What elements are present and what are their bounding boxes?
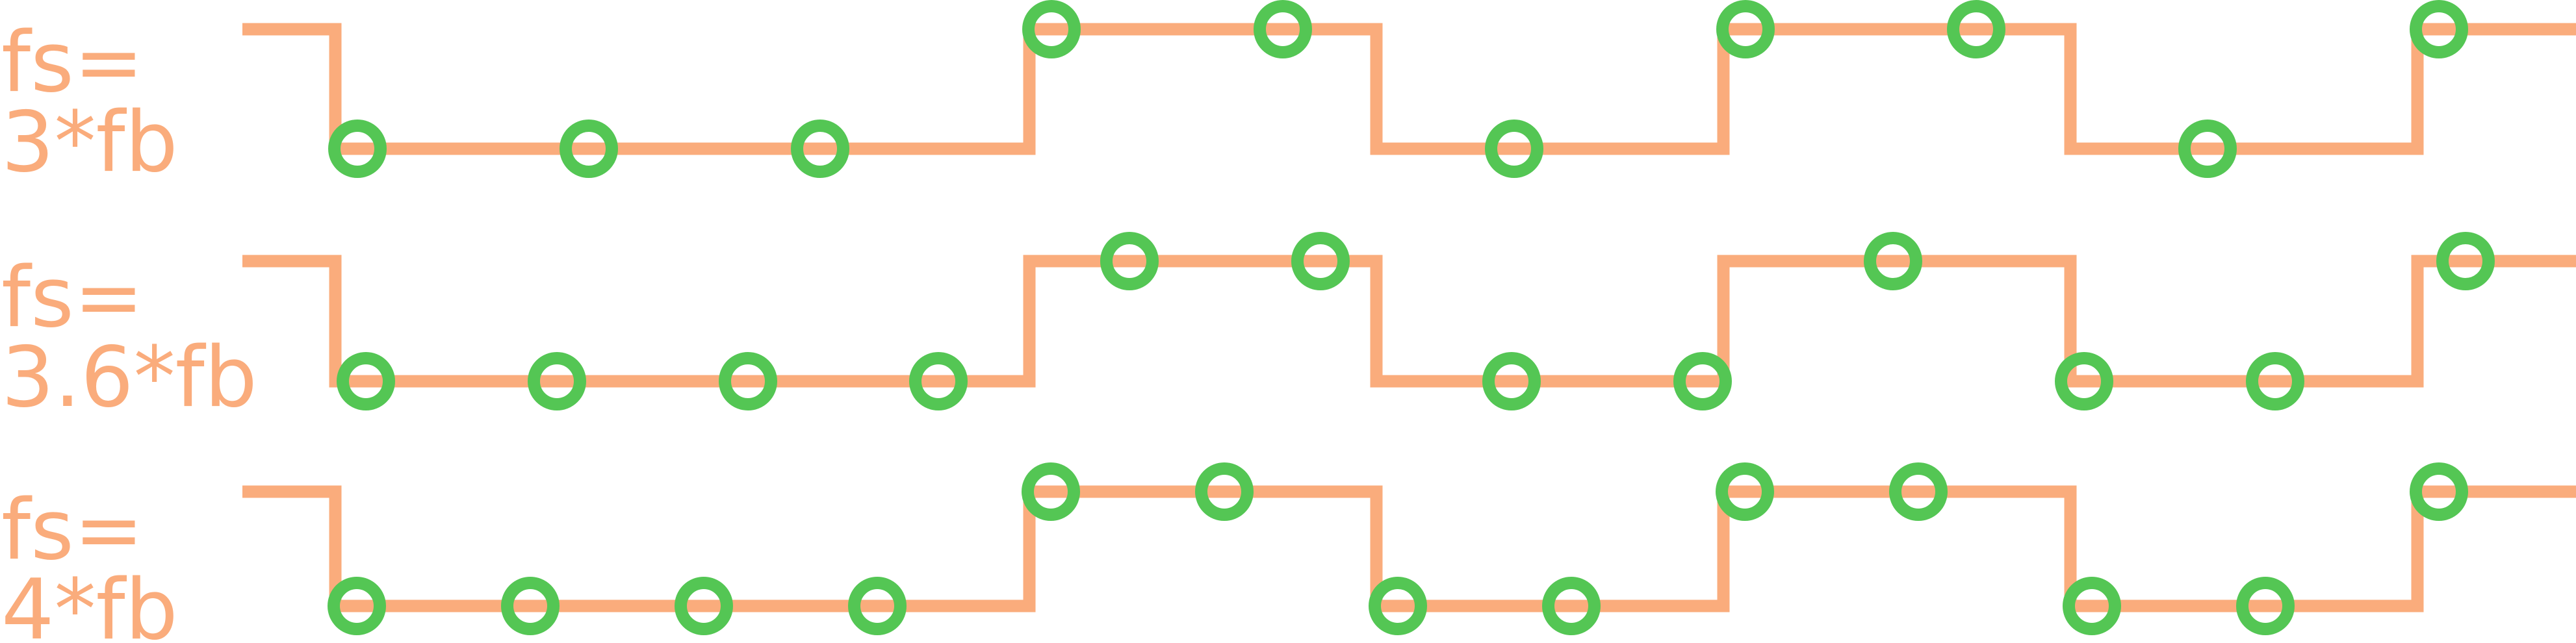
sample-marker — [719, 352, 777, 410]
row-label-fs-3fb-line2: 3*fb — [1, 94, 178, 191]
sample-marker — [2063, 577, 2121, 635]
signal-trace — [242, 23, 2576, 155]
sample-marker — [328, 577, 386, 635]
waveform-row-fs-3p6fb: fs=3.6*fb — [1, 232, 2576, 426]
sample-marker — [848, 577, 907, 635]
waveform-row-fs-4fb: fs=4*fb — [1, 462, 2576, 643]
signal-trace — [242, 255, 2576, 388]
sample-marker — [1716, 0, 1775, 58]
sample-marker — [560, 120, 618, 178]
sample-marker — [1542, 577, 1601, 635]
row-label-fs-4fb-line1: fs= — [1, 482, 144, 579]
sample-marker — [1947, 0, 2005, 58]
sample-marker — [1482, 352, 1541, 410]
sample-marker — [2055, 352, 2113, 410]
sample-marker — [1022, 0, 1081, 58]
sample-marker — [1254, 0, 1312, 58]
sample-marker — [328, 120, 387, 178]
sample-marker — [2178, 120, 2237, 178]
sample-marker — [1889, 462, 1948, 521]
row-label-fs-3p6fb-line1: fs= — [1, 249, 144, 346]
sample-marker — [2410, 462, 2468, 521]
sample-marker — [2410, 0, 2468, 58]
sample-marker — [1673, 352, 1732, 410]
row-label-fs-3p6fb-line2: 3.6*fb — [1, 329, 257, 426]
row-label-fs-3fb-line1: fs= — [1, 14, 144, 111]
sample-marker — [528, 352, 586, 410]
sample-marker — [1864, 232, 1922, 290]
sample-marker — [2436, 232, 2495, 290]
sample-marker — [1291, 232, 1350, 290]
sample-marker — [1485, 120, 1543, 178]
sample-marker — [2246, 352, 2304, 410]
sample-marker — [1369, 577, 1427, 635]
sample-marker — [2236, 577, 2295, 635]
sample-marker — [337, 352, 395, 410]
sample-marker — [501, 577, 560, 635]
sample-marker — [1100, 232, 1159, 290]
sample-marker — [909, 352, 968, 410]
sample-marker — [675, 577, 733, 635]
row-label-fs-4fb-line2: 4*fb — [1, 562, 178, 643]
waveform-row-fs-3fb: fs=3*fb — [1, 0, 2576, 191]
sample-marker — [1022, 462, 1080, 521]
sample-marker — [791, 120, 849, 178]
sample-marker — [1195, 462, 1254, 521]
sample-marker — [1716, 462, 1774, 521]
